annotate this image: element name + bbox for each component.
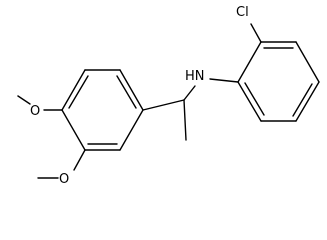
bond-ring-to-oxygen-bottom bbox=[73, 149, 86, 171]
dimethoxyphenyl-ring bbox=[61, 69, 144, 151]
bond-to-chlorine bbox=[250, 23, 262, 43]
bond-nitrogen-to-ch bbox=[183, 85, 196, 101]
bond-ring-to-nitrogen bbox=[209, 78, 239, 83]
bond bbox=[295, 41, 320, 83]
double-bond-inner bbox=[244, 82, 265, 116]
bond bbox=[61, 69, 86, 111]
bond-ch-to-ring bbox=[142, 99, 185, 111]
bond bbox=[119, 109, 144, 151]
double-bond-inner bbox=[292, 83, 313, 117]
bond bbox=[295, 81, 320, 122]
bond bbox=[61, 109, 86, 151]
double-bond-inner bbox=[116, 75, 137, 109]
bond-ch-to-methyl bbox=[183, 99, 187, 141]
oxygen-top-label: O bbox=[30, 104, 40, 119]
chlorine-label: Cl bbox=[236, 5, 249, 20]
oxygen-bottom-label: O bbox=[59, 172, 69, 187]
chlorophenyl-ring bbox=[237, 41, 320, 122]
bond bbox=[237, 41, 262, 83]
bond bbox=[119, 69, 144, 111]
bond-oxygen-to-methyl-top bbox=[17, 95, 31, 105]
bond bbox=[237, 81, 262, 122]
amine-label: HN bbox=[185, 69, 205, 84]
molecule-structure: Cl HN O O bbox=[17, 5, 320, 187]
double-bond-inner bbox=[68, 75, 89, 109]
